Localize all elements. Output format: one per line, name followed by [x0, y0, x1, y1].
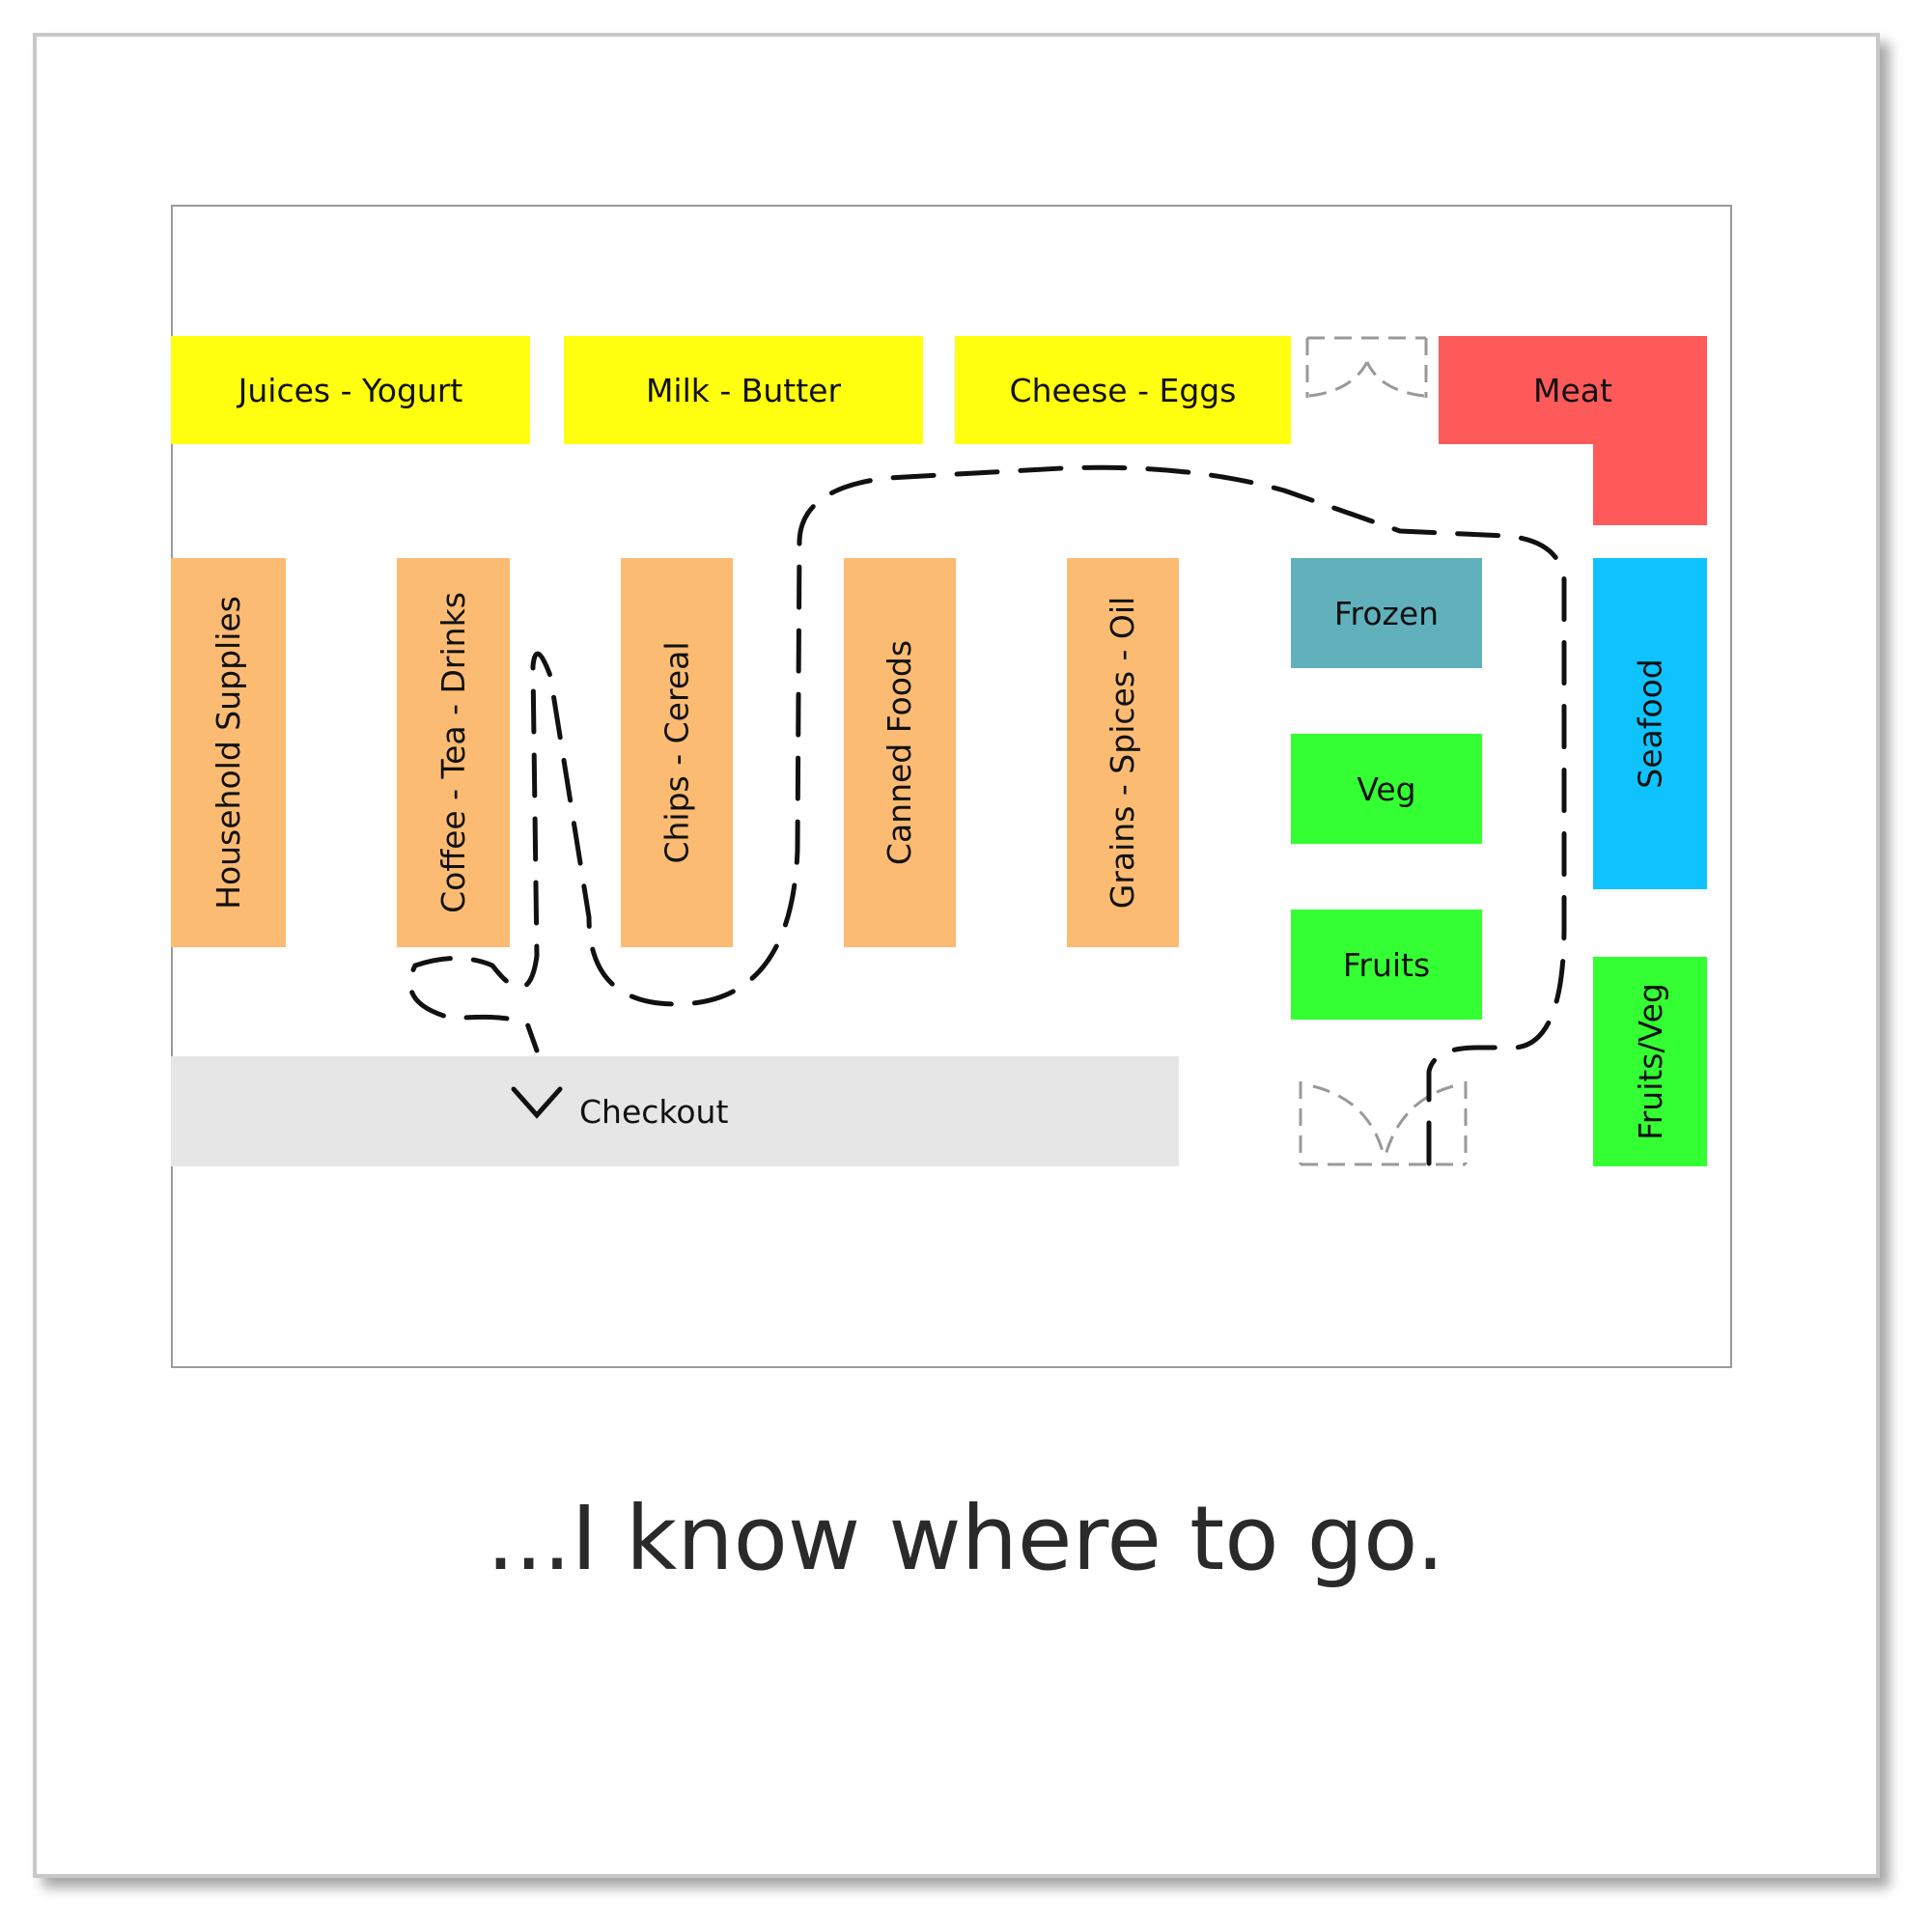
aisle-canned-foods: Canned Foods [844, 558, 956, 947]
section-veg: Veg [1291, 734, 1482, 844]
section-cheese-eggs: Cheese - Eggs [955, 336, 1291, 444]
door-icon [1299, 1081, 1468, 1166]
section-frozen: Frozen [1291, 558, 1482, 668]
section-label: Cheese - Eggs [1009, 371, 1237, 409]
aisle-coffee-tea-drinks: Coffee - Tea - Drinks [397, 558, 510, 947]
section-meat-leg [1593, 442, 1707, 525]
section-label: Milk - Butter [645, 371, 842, 409]
section-fruits-veg: Fruits/Veg [1593, 957, 1707, 1166]
section-label: Juices - Yogurt [238, 371, 463, 409]
checkout-area [171, 1056, 1179, 1166]
checkout-label-wrap: Checkout [579, 1056, 772, 1166]
section-label: Veg [1357, 770, 1416, 808]
shopping-route-path [407, 464, 1567, 1166]
arrow-down-icon [511, 1086, 563, 1119]
section-meat [1439, 336, 1707, 444]
aisle-household-supplies: Household Supplies [171, 558, 286, 947]
door-icon [1305, 336, 1428, 398]
checkout-label: Checkout [579, 1092, 729, 1131]
section-label: Fruits [1342, 945, 1431, 984]
aisle-chips-cereal: Chips - Cereal [621, 558, 733, 947]
section-label: Meat [1533, 371, 1612, 409]
section-juices-yogurt: Juices - Yogurt [171, 336, 530, 444]
section-fruits: Fruits [1291, 910, 1482, 1020]
aisle-grains-spices-oil: Grains - Spices - Oil [1067, 558, 1179, 947]
section-milk-butter: Milk - Butter [564, 336, 923, 444]
section-seafood: Seafood [1593, 558, 1707, 889]
caption-text: ...I know where to go. [486, 1487, 1445, 1590]
section-label: Frozen [1333, 594, 1440, 632]
section-meat-label-wrap: Meat [1439, 336, 1707, 444]
